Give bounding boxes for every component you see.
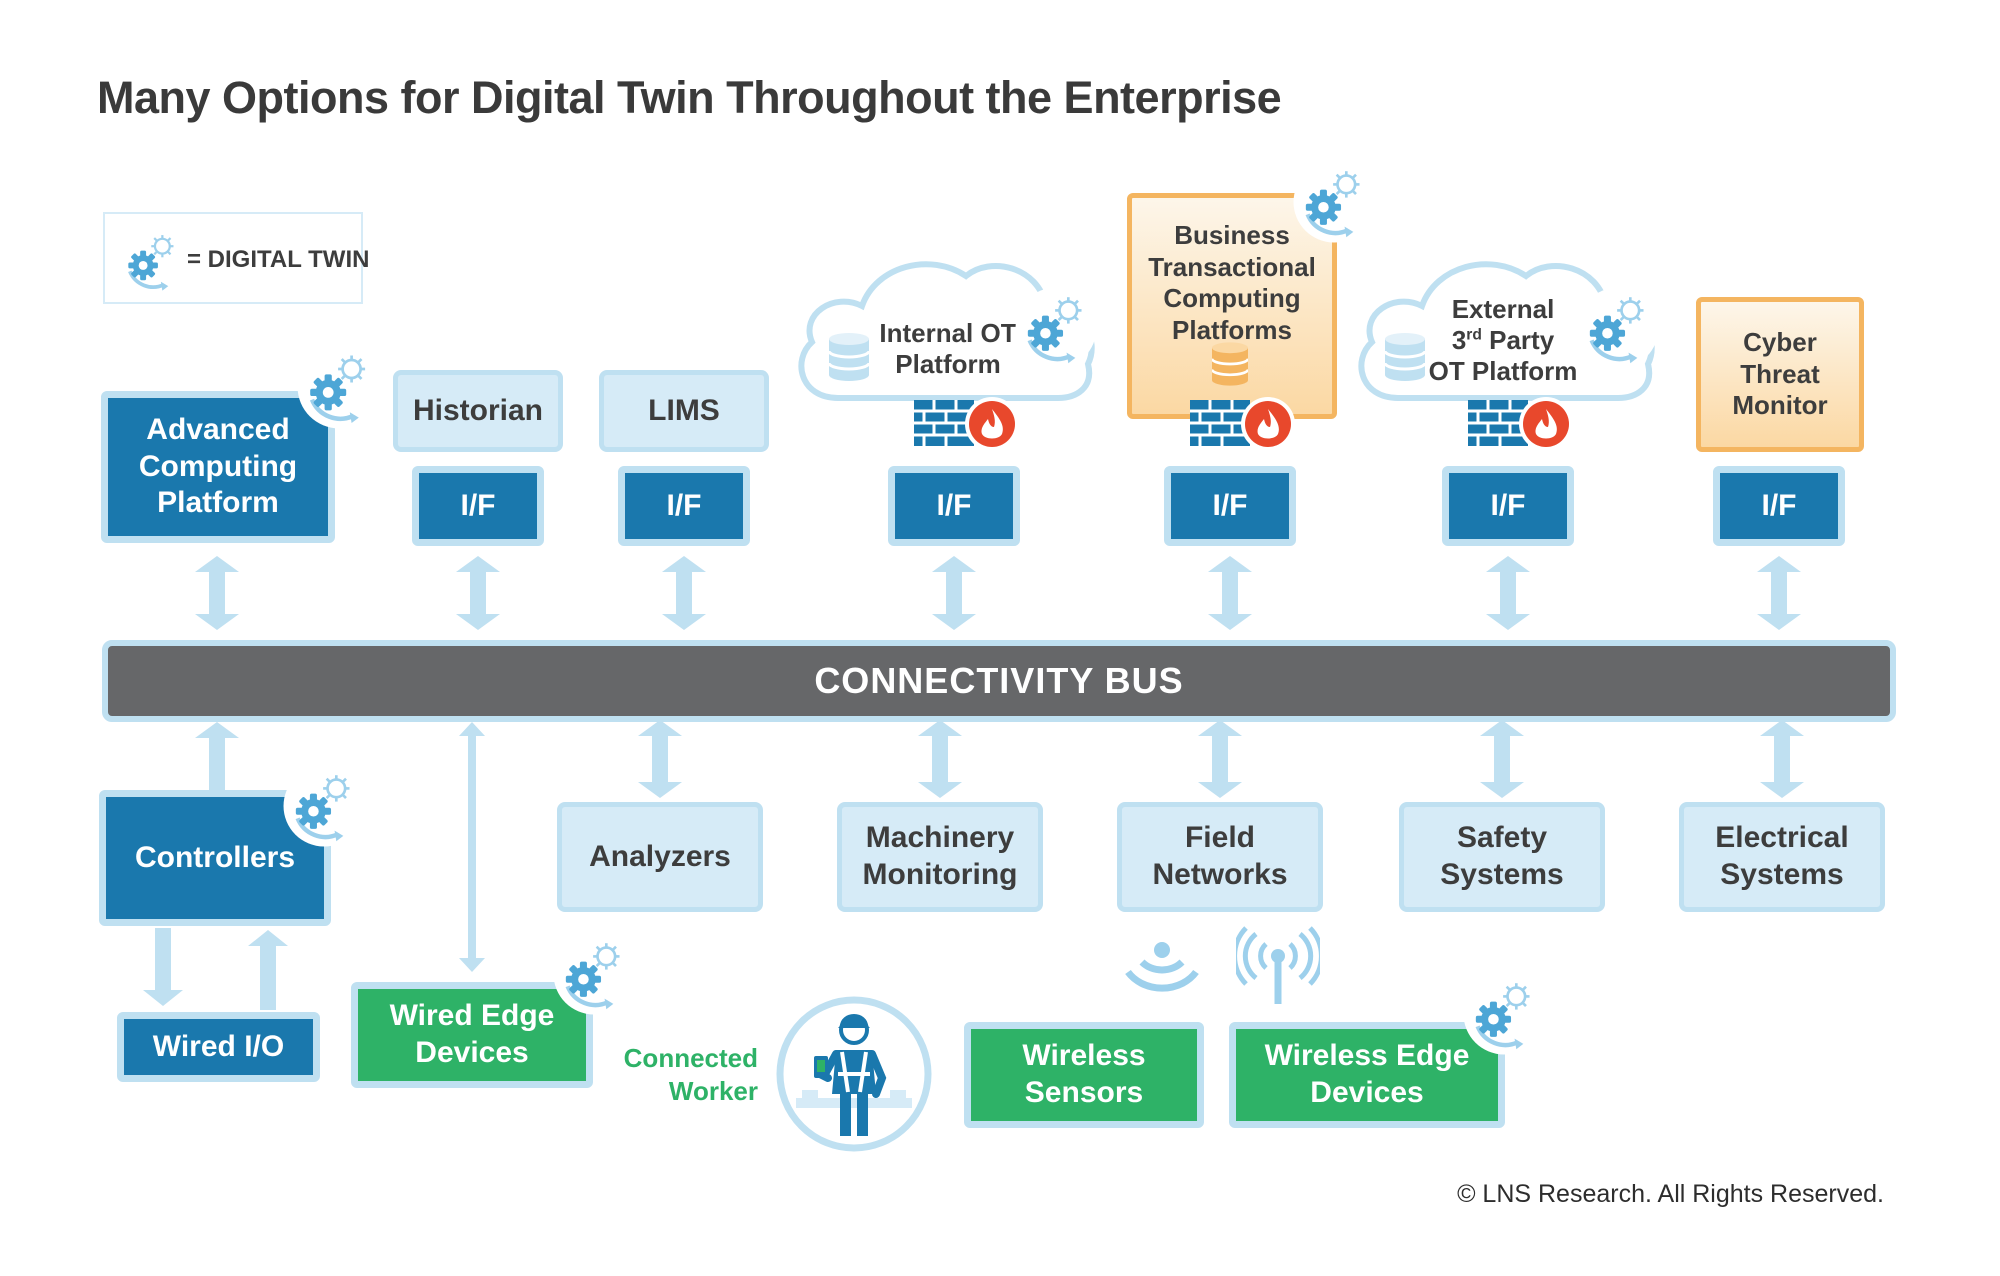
interface-box-external-ot[interactable]: I/F	[1442, 466, 1574, 546]
internal-ot-platform-label: Internal OT Platform	[868, 318, 1028, 380]
double-arrow-icon	[459, 722, 485, 972]
digital-twin-gear-icon	[1290, 158, 1378, 246]
external-line3: OT Platform	[1428, 356, 1578, 387]
analyzers-box[interactable]: Analyzers	[557, 802, 763, 912]
firewall-icon	[1466, 397, 1573, 451]
external-line2-rest: Party	[1481, 325, 1555, 356]
antenna-icon	[1236, 926, 1320, 1004]
database-icon	[1385, 333, 1425, 381]
double-arrow-icon	[456, 556, 500, 630]
connectivity-bus[interactable]: CONNECTIVITY BUS	[102, 640, 1896, 722]
page-title: Many Options for Digital Twin Throughout…	[97, 72, 1282, 123]
interface-box-lims[interactable]: I/F	[618, 466, 750, 546]
connected-worker-label: Connected Worker	[588, 1042, 758, 1107]
up-arrow-icon	[248, 930, 288, 1010]
wireless-edge-devices-box[interactable]: Wireless Edge Devices	[1229, 1022, 1505, 1128]
wired-edge-devices-box[interactable]: Wired Edge Devices	[351, 982, 593, 1088]
wifi-signal-icon	[1125, 942, 1199, 992]
digital-twin-gear-icon	[294, 342, 384, 432]
external-ot-platform-label: External 3rd Party OT Platform	[1418, 294, 1588, 388]
electrical-systems-box[interactable]: Electrical Systems	[1679, 802, 1885, 912]
machinery-monitoring-box[interactable]: Machinery Monitoring	[837, 802, 1043, 912]
interface-box-business[interactable]: I/F	[1164, 466, 1296, 546]
lims-box[interactable]: LIMS	[599, 370, 769, 452]
double-arrow-icon	[662, 556, 706, 630]
interface-box-cyber[interactable]: I/F	[1713, 466, 1845, 546]
internal-ot-line2: Platform	[895, 349, 1001, 380]
wired-io-box[interactable]: Wired I/O	[117, 1012, 320, 1082]
external-line2-sup: rd	[1466, 326, 1482, 344]
safety-systems-box[interactable]: Safety Systems	[1399, 802, 1605, 912]
external-line1: External	[1451, 294, 1555, 324]
copyright-notice: © LNS Research. All Rights Reserved.	[1457, 1180, 1884, 1208]
firewall-icon	[1188, 397, 1295, 451]
legend-label: = DIGITAL TWIN	[187, 246, 370, 273]
double-arrow-icon	[1760, 720, 1804, 798]
business-transactional-label: Business Transactional Computing Platfor…	[1148, 220, 1316, 346]
digital-twin-gear-icon	[1574, 284, 1662, 372]
double-arrow-icon	[638, 720, 682, 798]
database-icon	[1212, 342, 1248, 386]
double-arrow-icon	[1480, 720, 1524, 798]
interface-box-historian[interactable]: I/F	[412, 466, 544, 546]
digital-twin-gear-icon	[1460, 970, 1548, 1058]
digital-twin-gear-icon	[1012, 284, 1100, 372]
wireless-sensors-box[interactable]: Wireless Sensors	[964, 1022, 1204, 1128]
digital-twin-gear-icon	[550, 930, 638, 1018]
internal-ot-cloud	[798, 261, 1095, 401]
connected-worker-line2: Worker	[668, 1075, 758, 1106]
advanced-computing-platform-box[interactable]: Advanced Computing Platform	[101, 391, 335, 543]
cyber-threat-monitor-box[interactable]: Cyber Threat Monitor	[1696, 297, 1864, 452]
external-line2-num: 3	[1451, 325, 1467, 356]
legend: = DIGITAL TWIN	[103, 212, 369, 304]
firewall-icon	[912, 397, 1019, 451]
digital-twin-gear-icon	[280, 762, 368, 850]
double-arrow-icon	[195, 556, 239, 630]
external-line2: 3rd Party	[1418, 325, 1588, 356]
field-networks-box[interactable]: Field Networks	[1117, 802, 1323, 912]
worker-icon	[776, 996, 932, 1152]
external-ot-cloud	[1358, 261, 1655, 401]
double-arrow-icon	[1757, 556, 1801, 630]
double-arrow-icon	[1486, 556, 1530, 630]
historian-box[interactable]: Historian	[393, 370, 563, 452]
down-arrow-icon	[143, 928, 183, 1006]
double-arrow-icon	[1198, 720, 1242, 798]
database-icon	[829, 333, 869, 381]
double-arrow-icon	[918, 720, 962, 798]
double-arrow-icon	[932, 556, 976, 630]
connected-worker-line1: Connected	[623, 1043, 758, 1073]
interface-box-internal-ot[interactable]: I/F	[888, 466, 1020, 546]
internal-ot-line1: Internal OT	[879, 318, 1017, 348]
double-arrow-icon	[1208, 556, 1252, 630]
double-arrow-icon	[195, 722, 239, 808]
